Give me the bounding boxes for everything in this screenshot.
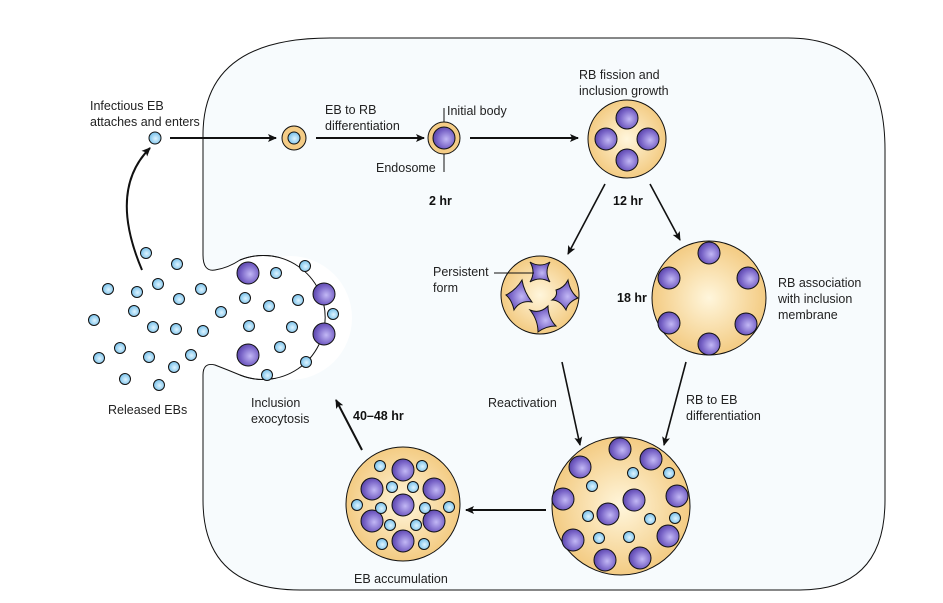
- label-persistent-form-2: form: [433, 281, 458, 295]
- label-inclusion-exocytosis-1: Inclusion: [251, 396, 300, 410]
- label-initial-body: Initial body: [447, 104, 508, 118]
- rb-fission-inclusion: [587, 99, 667, 179]
- rb-to-eb-arrow: [662, 361, 687, 446]
- initial-body: [427, 108, 461, 172]
- label-rb-association-2: with inclusion: [777, 292, 852, 306]
- released-ebs: [88, 247, 227, 391]
- label-infectious-eb-1: Infectious EB: [90, 99, 164, 113]
- label-eb-to-rb-2: differentiation: [325, 119, 400, 133]
- label-infectious-eb-2: attaches and enters: [90, 115, 200, 129]
- label-rb-association-3: membrane: [778, 308, 838, 322]
- label-eb-accumulation: EB accumulation: [354, 572, 448, 586]
- time-12hr: 12 hr: [613, 194, 643, 208]
- time-18hr: 18 hr: [617, 291, 647, 305]
- label-rb-fission-2: inclusion growth: [579, 84, 669, 98]
- exocytosis-contents: [236, 260, 339, 381]
- time-2hr: 2 hr: [429, 194, 452, 208]
- exocytosis-inclusion-membrane: [239, 255, 326, 380]
- mixed-inclusion: [551, 436, 691, 576]
- label-released-ebs: Released EBs: [108, 403, 187, 417]
- eb-in-endosome: [281, 125, 307, 151]
- infectious-eb: [148, 131, 162, 145]
- label-reactivation: Reactivation: [488, 396, 557, 410]
- reactivation-arrow: [561, 361, 583, 446]
- label-rb-association-1: RB association: [778, 276, 861, 290]
- persistent-form-inclusion: [494, 255, 580, 335]
- reinfection-arrow: [125, 147, 151, 271]
- label-endosome: Endosome: [376, 161, 436, 175]
- rb-association-inclusion: [651, 240, 767, 356]
- label-inclusion-exocytosis-2: exocytosis: [251, 412, 309, 426]
- association-arrow: [649, 183, 681, 241]
- time-40-48hr: 40–48 hr: [353, 409, 404, 423]
- persistence-arrow: [567, 183, 606, 255]
- label-persistent-form-1: Persistent: [433, 265, 489, 279]
- exocytosis-arrow: [335, 399, 363, 451]
- label-rb-to-eb-1: RB to EB: [686, 393, 737, 407]
- label-eb-to-rb-1: EB to RB: [325, 103, 376, 117]
- label-rb-to-eb-2: differentiation: [686, 409, 761, 423]
- label-rb-fission-1: RB fission and: [579, 68, 660, 82]
- eb-accumulation-inclusion: [345, 446, 461, 562]
